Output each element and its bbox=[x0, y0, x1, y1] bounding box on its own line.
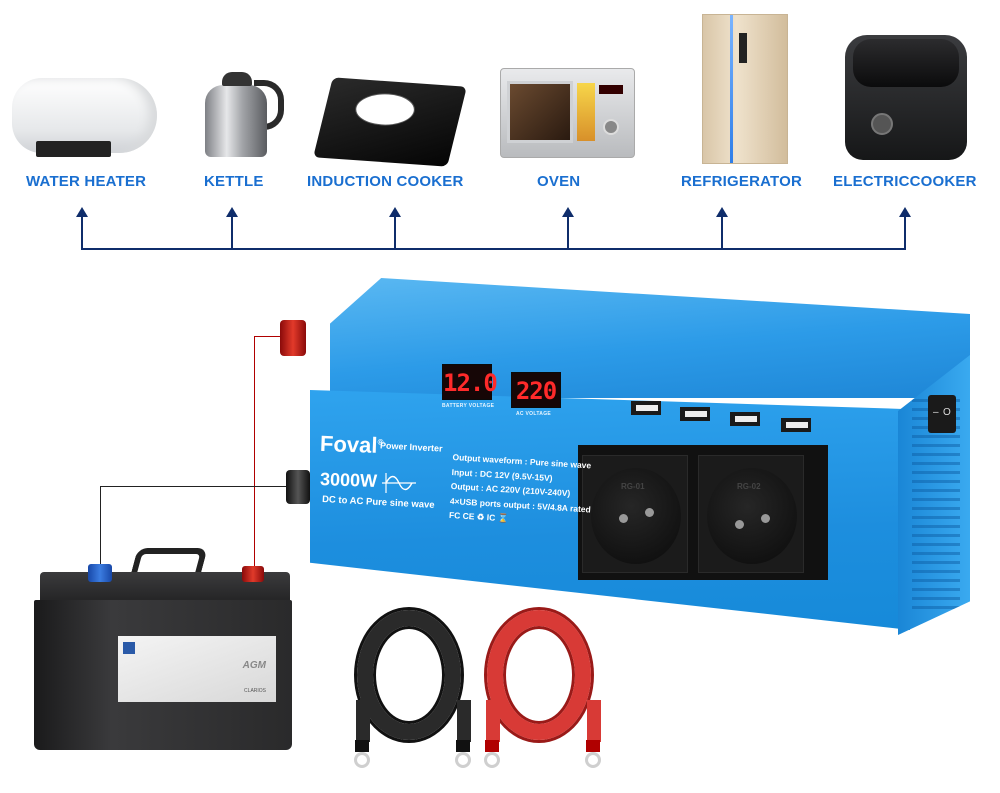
ferrule bbox=[355, 740, 369, 752]
label-water-heater: WATER HEATER bbox=[26, 173, 147, 190]
microwave-oven-icon bbox=[500, 68, 635, 158]
usb-port-2[interactable] bbox=[680, 407, 710, 421]
arrow-up-icon bbox=[716, 207, 728, 217]
ferrule bbox=[456, 740, 470, 752]
ring-terminal bbox=[585, 752, 601, 768]
connector-line bbox=[394, 216, 396, 250]
positive-cable-coil bbox=[487, 610, 591, 740]
positive-terminal[interactable] bbox=[280, 320, 306, 356]
usb-port-1[interactable] bbox=[631, 401, 661, 415]
ac-voltage-label: AC VOLTAGE bbox=[516, 411, 552, 417]
label-refrigerator: REFRIGERATOR bbox=[681, 173, 803, 190]
power-switch[interactable]: – O bbox=[928, 395, 956, 433]
positive-wire bbox=[254, 336, 255, 572]
label-kettle: KETTLE bbox=[204, 173, 264, 190]
ac-socket-2[interactable]: RG-02 bbox=[698, 455, 804, 573]
usb-port-3[interactable] bbox=[730, 412, 760, 426]
negative-terminal[interactable] bbox=[286, 470, 310, 504]
kettle-handle bbox=[254, 80, 284, 130]
negative-wire bbox=[100, 486, 288, 487]
connector-line bbox=[231, 216, 233, 250]
spec-list: Output waveform : Pure sine wave Input :… bbox=[449, 450, 594, 531]
connector-line bbox=[81, 216, 83, 250]
inverter-top-panel bbox=[330, 278, 970, 398]
battery-voltage-label: BATTERY VOLTAGE bbox=[442, 403, 495, 409]
battery-negative-post bbox=[88, 564, 112, 582]
label-electric-cooker: ELECTRICCOOKER bbox=[833, 173, 977, 190]
arrow-up-icon bbox=[226, 207, 238, 217]
negative-wire bbox=[100, 486, 101, 568]
negative-cable-lead bbox=[356, 700, 370, 742]
positive-cable-lead bbox=[486, 700, 500, 742]
refrigerator-icon bbox=[702, 14, 788, 164]
battery-voltage-display: 12.0 bbox=[442, 364, 498, 400]
induction-cooker-icon bbox=[313, 77, 467, 167]
ring-terminal bbox=[484, 752, 500, 768]
battery-label: AGM CLARIOS bbox=[118, 636, 276, 702]
arrow-up-icon bbox=[562, 207, 574, 217]
wattage-label: 3000W bbox=[319, 469, 378, 491]
arrow-up-icon bbox=[899, 207, 911, 217]
connector-line bbox=[904, 216, 906, 250]
kettle-lid bbox=[222, 72, 252, 86]
ring-terminal bbox=[455, 752, 471, 768]
ring-terminal bbox=[354, 752, 370, 768]
label-induction-cooker: INDUCTION COOKER bbox=[307, 173, 464, 190]
connector-line bbox=[721, 216, 723, 250]
ferrule bbox=[586, 740, 600, 752]
water-heater-icon bbox=[12, 78, 157, 157]
positive-cable-lead bbox=[587, 700, 601, 742]
connector-bus-line bbox=[81, 248, 906, 250]
ac-voltage-display: 220 bbox=[511, 372, 561, 408]
battery-brand-logo bbox=[123, 642, 135, 654]
usb-port-4[interactable] bbox=[781, 418, 811, 432]
kettle-icon bbox=[205, 85, 267, 157]
connector-line bbox=[567, 216, 569, 250]
label-oven: OVEN bbox=[537, 173, 581, 190]
rice-cooker-icon bbox=[845, 35, 967, 160]
battery-positive-post bbox=[242, 566, 264, 582]
sine-wave-icon bbox=[382, 473, 416, 493]
positive-wire bbox=[254, 336, 282, 337]
arrow-up-icon bbox=[76, 207, 88, 217]
negative-cable-coil bbox=[357, 610, 461, 740]
ferrule bbox=[485, 740, 499, 752]
negative-cable-lead bbox=[457, 700, 471, 742]
arrow-up-icon bbox=[389, 207, 401, 217]
ac-socket-1[interactable]: RG-01 bbox=[582, 455, 688, 573]
brand-logo: Foval® bbox=[319, 430, 384, 458]
